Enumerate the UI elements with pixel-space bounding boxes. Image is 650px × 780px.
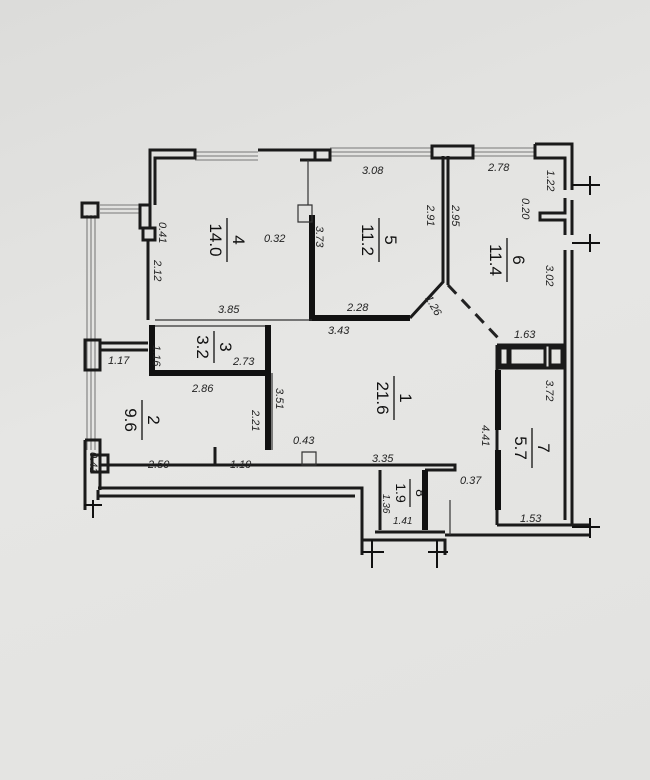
svg-text:8: 8 bbox=[413, 489, 429, 497]
dim-r1-column: 0.43 bbox=[293, 435, 315, 447]
svg-text:11.4: 11.4 bbox=[486, 244, 505, 276]
dim-r6-jog: 0.20 bbox=[519, 198, 531, 220]
svg-text:6: 6 bbox=[509, 255, 528, 264]
svg-text:21.6: 21.6 bbox=[373, 381, 392, 414]
dim-r5-right: 2.91 bbox=[424, 204, 436, 226]
room-label-4: 4 14.0 bbox=[206, 218, 248, 262]
svg-text:1: 1 bbox=[396, 393, 415, 402]
dim-r2-top: 2.86 bbox=[191, 383, 214, 395]
room-label-5: 5 11.2 bbox=[358, 218, 400, 262]
dim-r6-right: 3.02 bbox=[543, 265, 555, 286]
dim-r8-bottom: 1.41 bbox=[393, 516, 412, 527]
dim-r3-bottom: 2.73 bbox=[232, 356, 255, 368]
dim-r4-left: 2.12 bbox=[151, 259, 163, 281]
svg-text:5.7: 5.7 bbox=[511, 436, 530, 460]
svg-text:7: 7 bbox=[534, 443, 553, 452]
dim-r5-bottom: 2.28 bbox=[346, 302, 369, 314]
dim-r1-right: 4.41 bbox=[479, 425, 491, 446]
room-label-6: 6 11.4 bbox=[486, 238, 528, 282]
dim-r8-left: 1.36 bbox=[380, 494, 391, 514]
room-label-7: 7 5.7 bbox=[511, 428, 553, 468]
interior-walls bbox=[100, 156, 502, 535]
room-label-1: 1 21.6 bbox=[373, 376, 415, 420]
dim-r7-bottom: 1.53 bbox=[520, 513, 542, 525]
room-label-8: 8 1.9 bbox=[393, 479, 429, 507]
dim-r4-niche: 0.32 bbox=[264, 233, 285, 245]
svg-text:4: 4 bbox=[229, 235, 248, 244]
dim-r2-right: 2.21 bbox=[249, 409, 261, 431]
dimension-labels: 0.41 0.32 2.12 3.85 3.08 3.73 2.91 2.28 … bbox=[87, 162, 556, 527]
dim-r2-bottom-right: 1.19 bbox=[230, 459, 251, 471]
dim-r3-left: 1.16 bbox=[150, 345, 162, 367]
dim-r2-bottom-left: 2.50 bbox=[147, 459, 170, 471]
svg-text:11.2: 11.2 bbox=[358, 224, 377, 256]
dim-r1-bottom: 3.35 bbox=[372, 453, 394, 465]
dim-r4-window-pier: 0.41 bbox=[156, 222, 168, 243]
dim-r1-door: 0.37 bbox=[460, 475, 482, 487]
svg-text:1.9: 1.9 bbox=[393, 483, 409, 503]
svg-text:14.0: 14.0 bbox=[206, 223, 225, 256]
svg-text:3: 3 bbox=[216, 342, 235, 351]
dim-r7-right: 3.72 bbox=[543, 380, 555, 401]
dim-r3-side: 1.17 bbox=[108, 355, 130, 367]
dim-r5-left: 3.73 bbox=[313, 226, 325, 248]
svg-text:3.2: 3.2 bbox=[193, 335, 212, 359]
svg-text:9.6: 9.6 bbox=[121, 408, 140, 432]
walls bbox=[80, 142, 590, 555]
entrance-arrows bbox=[84, 176, 600, 568]
svg-text:2: 2 bbox=[144, 415, 163, 424]
dim-r1-top: 3.43 bbox=[328, 325, 350, 337]
dim-r5-diag: 1.26 bbox=[422, 294, 444, 319]
dim-r2-pier: 0.41 bbox=[87, 452, 99, 473]
dim-r6-bottom: 1.63 bbox=[514, 329, 536, 341]
svg-text:5: 5 bbox=[381, 235, 400, 244]
room-label-3: 3 3.2 bbox=[193, 331, 235, 363]
windows bbox=[86, 147, 535, 450]
room-label-2: 2 9.6 bbox=[121, 400, 163, 440]
dim-r6-left: 2.95 bbox=[449, 204, 461, 227]
dim-r6-top-right: 1.22 bbox=[544, 170, 556, 191]
dim-r4-bottom: 3.85 bbox=[218, 304, 240, 316]
dim-r6-top: 2.78 bbox=[487, 162, 510, 174]
dim-r5-top: 3.08 bbox=[362, 165, 384, 177]
dim-r1-left: 3.51 bbox=[273, 388, 285, 409]
